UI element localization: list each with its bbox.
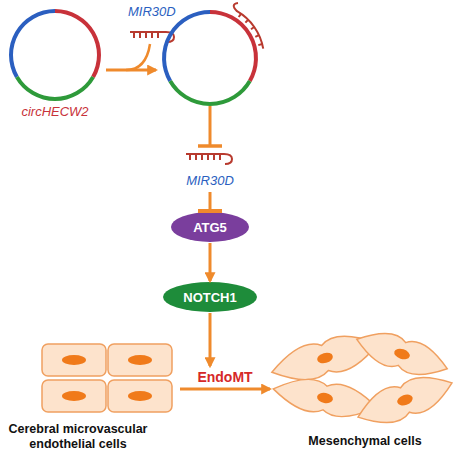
ring-segment xyxy=(15,76,95,101)
flow-connector xyxy=(180,388,270,391)
cell-group: Mesenchymal cells xyxy=(270,326,460,452)
mirna-node: MIR30D xyxy=(180,150,240,192)
inhibit-line xyxy=(209,106,212,146)
flow-connector xyxy=(209,192,212,211)
mesenchymal-cells xyxy=(270,326,460,426)
node-text: ATG5 xyxy=(170,211,250,243)
node-text: NOTCH1 xyxy=(162,281,258,313)
ring-outline xyxy=(7,7,103,103)
node-text: MIR30D xyxy=(180,173,240,188)
binding-curve xyxy=(126,44,150,70)
protein-ellipse: NOTCH1 xyxy=(162,281,258,313)
node-text: Cerebral microvascular endothelial cells xyxy=(0,422,156,452)
flow-connector xyxy=(209,243,212,281)
ring-segment xyxy=(9,9,55,78)
flow-arrow xyxy=(209,313,212,366)
circrna-ring: circHECW2 xyxy=(7,7,103,103)
node-text: Mesenchymal cells xyxy=(270,434,460,448)
mirna-label: MIR30D xyxy=(128,4,176,19)
bound-mirna xyxy=(234,3,263,49)
mirna-symbol xyxy=(180,150,240,170)
cell-group: Cerebral microvascular endothelial cells xyxy=(0,326,180,452)
process-label: EndoMT xyxy=(197,369,252,385)
endothelial-cells xyxy=(0,326,180,422)
node-text: circHECW2 xyxy=(21,104,88,119)
protein-ellipse: ATG5 xyxy=(170,211,250,243)
circrna-ring xyxy=(164,12,256,104)
ring-segment xyxy=(55,9,101,78)
inhibit-bar xyxy=(198,144,222,148)
